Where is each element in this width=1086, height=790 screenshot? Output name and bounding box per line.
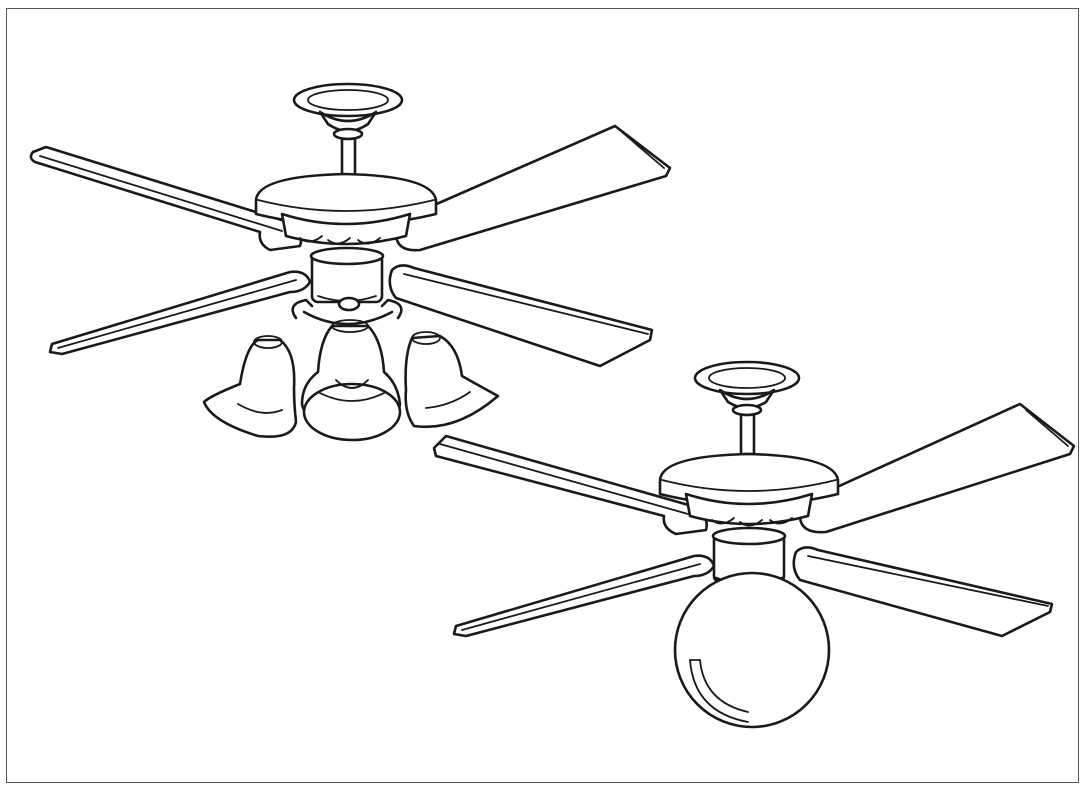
fan-with-globe-light [432, 360, 1076, 729]
fan1-ceiling-mount [292, 82, 404, 178]
fan2-motor-housing [658, 452, 840, 527]
fan1-motor-housing [254, 172, 438, 246]
fan2-blade-back-right [798, 402, 1076, 534]
fan1-bell-shade-left [202, 335, 298, 438]
fan2-blade-front-right [792, 546, 1054, 638]
fan1-blade-front-left [48, 270, 312, 356]
fan1-bell-shade-center [300, 319, 402, 442]
fan2-ceiling-mount [693, 360, 801, 456]
fan1-blade-back-right [394, 124, 672, 252]
fan2-globe-shade [673, 571, 831, 729]
fan1-bell-shade-right [404, 331, 500, 429]
fan1-blade-front-right [388, 264, 654, 368]
fan1-light-kit-body [309, 246, 385, 304]
drawing-border [6, 8, 1079, 783]
fan-with-bell-lights [29, 82, 672, 442]
fan1-light-arms [291, 296, 403, 326]
fan2-blade-front-left [452, 554, 716, 638]
